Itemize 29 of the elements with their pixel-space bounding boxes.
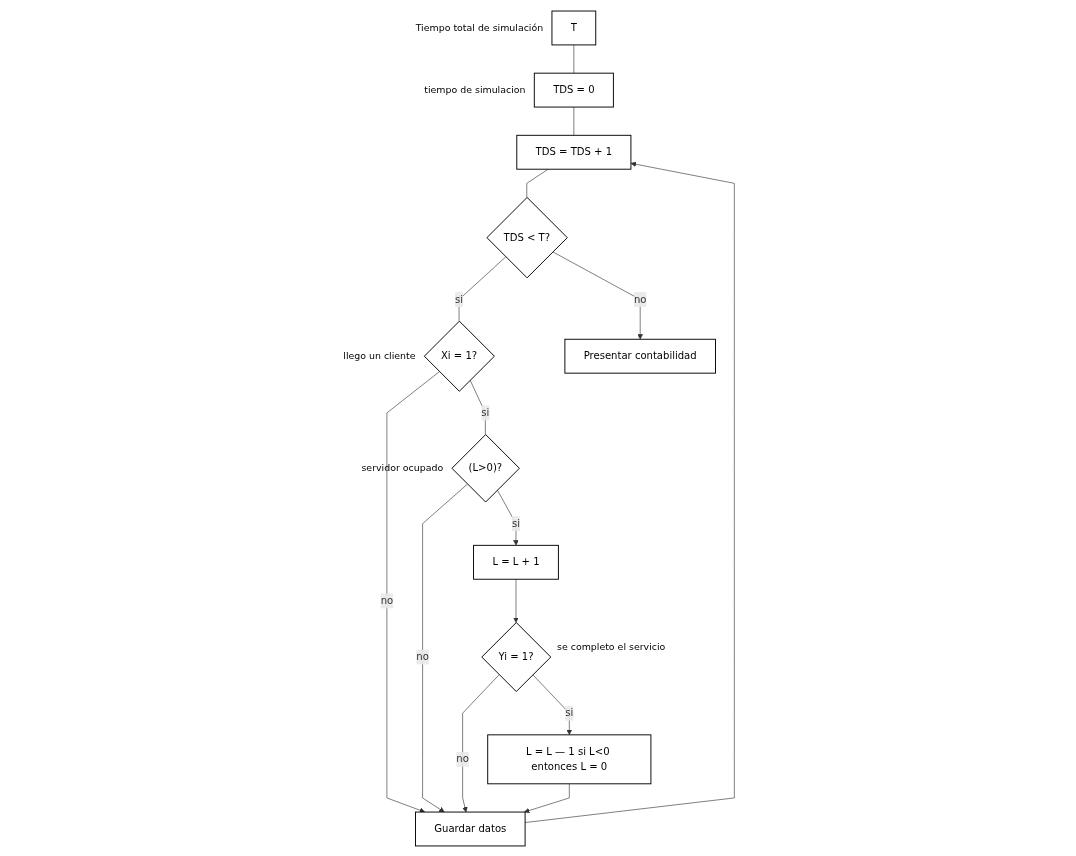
edge-label: si bbox=[481, 406, 490, 419]
edge-label: no bbox=[633, 292, 647, 305]
node-box: T bbox=[551, 10, 597, 45]
connector bbox=[573, 44, 574, 73]
node-diamond: TDS < T? bbox=[486, 196, 568, 278]
annotation-text: Tiempo total de simulación bbox=[415, 21, 543, 33]
connector bbox=[458, 256, 506, 321]
edge-label: no bbox=[416, 650, 429, 663]
node-box: TDS = 0 bbox=[533, 72, 614, 108]
annotation-text: tiempo de simulacion bbox=[424, 83, 526, 95]
annotation-text: llego un cliente bbox=[343, 349, 416, 361]
edge-label: no bbox=[456, 752, 469, 765]
node-box: L = L + 1 bbox=[472, 544, 559, 580]
node-box: TDS = TDS + 1 bbox=[516, 134, 632, 170]
connector bbox=[573, 106, 574, 136]
edge-label: si bbox=[565, 706, 574, 719]
edge-label: no bbox=[380, 594, 393, 607]
node-diamond: Xi = 1? bbox=[423, 320, 495, 392]
edge-label: si bbox=[454, 292, 463, 305]
annotation-text: se completo el servicio bbox=[556, 640, 666, 651]
connector bbox=[469, 379, 486, 435]
node-diamond: (L>0)? bbox=[451, 433, 520, 502]
node-box: L = L — 1 si L<0 entonces L = 0 bbox=[487, 733, 652, 784]
node-diamond: Yi = 1? bbox=[481, 621, 552, 692]
connector bbox=[526, 168, 549, 198]
node-box: Guardar datos bbox=[414, 811, 526, 846]
node-box: Presentar contabilidad bbox=[564, 338, 716, 374]
edge-label: si bbox=[511, 516, 520, 529]
annotation-text: servidor ocupado bbox=[361, 461, 443, 473]
